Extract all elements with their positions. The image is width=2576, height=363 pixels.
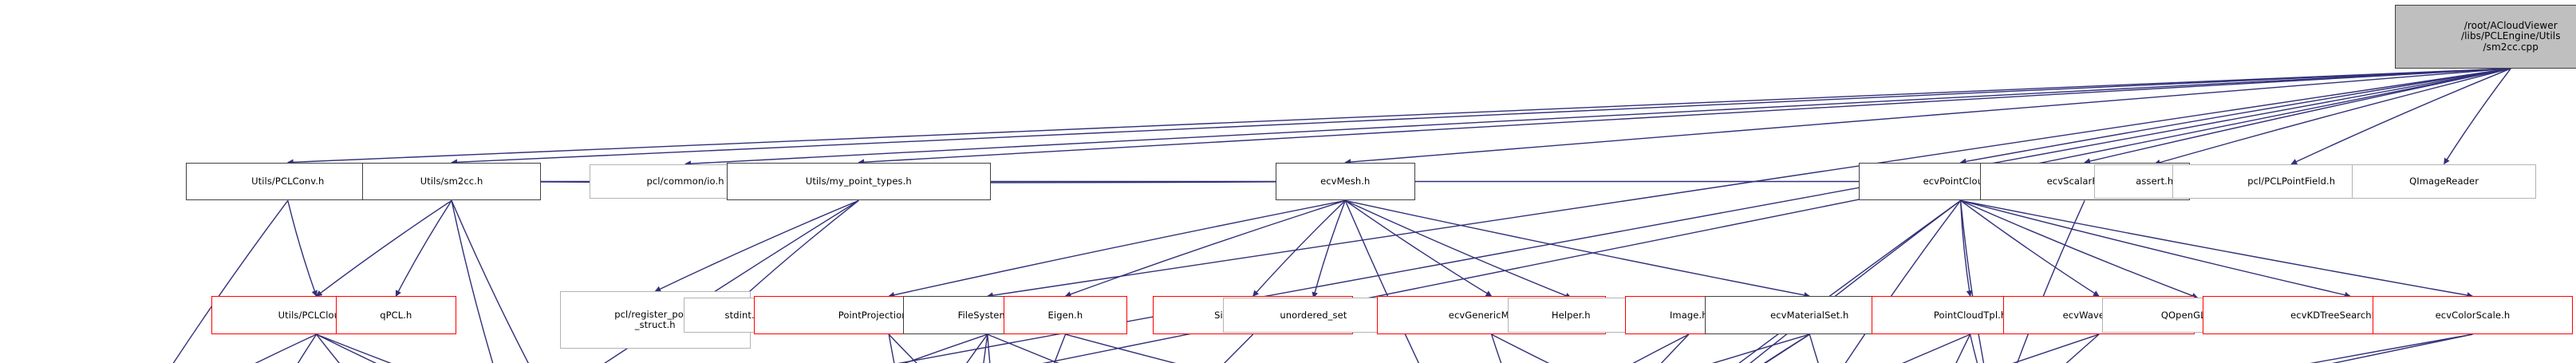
graph-edge — [451, 200, 529, 363]
graph-edge — [1763, 333, 1810, 363]
graph-edge — [315, 199, 452, 297]
graph-edge — [983, 334, 988, 363]
graph-edge — [987, 334, 991, 363]
graph-edge — [1960, 199, 2199, 299]
graph-edge — [742, 199, 859, 298]
graph-edge — [287, 200, 318, 297]
graph-edge — [1344, 68, 2511, 165]
graph-edge — [254, 333, 317, 363]
graph-edge — [1902, 333, 1970, 363]
graph-edge — [903, 333, 988, 363]
graph-edge — [316, 333, 377, 363]
graph-edge — [888, 333, 895, 363]
graph-edge — [1809, 333, 1819, 363]
graph-edge — [1490, 333, 1502, 363]
graph-node-ecvcolorscale[interactable]: ecvColorScale.h — [2372, 296, 2573, 335]
graph-edge — [1660, 333, 1690, 363]
graph-edge — [1064, 199, 1346, 298]
graph-edge — [1711, 333, 1810, 363]
graph-edge — [1960, 199, 2351, 298]
graph-edge — [1053, 333, 1067, 363]
graph-edge — [2444, 68, 2511, 165]
graph-edge — [1491, 333, 1550, 363]
graph-node-qimagereader[interactable]: QImageReader — [2351, 164, 2537, 199]
graph-edge — [1969, 333, 1978, 363]
graph-edge — [1344, 200, 1420, 363]
graph-edge — [1955, 333, 1971, 363]
graph-edge — [966, 333, 988, 363]
graph-edge — [451, 68, 2511, 166]
graph-edge — [316, 333, 341, 363]
graph-edge — [888, 199, 1346, 298]
graph-edge — [451, 200, 494, 363]
graph-edge — [287, 68, 2511, 166]
graph-edge — [1345, 199, 1572, 299]
graph-node-root[interactable]: /root/ACloudViewer /libs/PCLEngine/Utils… — [2394, 4, 2576, 69]
graph-edge — [2012, 333, 2100, 363]
graph-edge — [172, 199, 289, 363]
graph-edge — [1959, 200, 1985, 363]
graph-edge — [987, 333, 1059, 363]
graph-edge — [1065, 333, 1177, 363]
graph-edge — [2154, 68, 2511, 166]
graph-edge — [1960, 199, 2100, 297]
graph-node-pclconv[interactable]: Utils/PCLConv.h — [186, 162, 390, 201]
graph-edge — [2016, 200, 2085, 363]
graph-edge — [858, 68, 2511, 166]
graph-edge — [1312, 200, 1346, 298]
graph-node-sm2cc[interactable]: Utils/sm2cc.h — [362, 162, 541, 201]
graph-edge — [297, 333, 318, 363]
graph-edge — [395, 200, 452, 297]
graph-edge — [1252, 199, 1346, 297]
graph-node-qpcl[interactable]: qPCL.h — [335, 296, 457, 335]
graph-edge — [1750, 199, 1962, 363]
graph-edge — [1959, 68, 2511, 165]
graph-edge — [1959, 200, 1973, 297]
graph-edge — [1738, 199, 1962, 363]
graph-node-ecvmesh[interactable]: ecvMesh.h — [1275, 162, 1415, 201]
graph-edge — [888, 333, 917, 363]
graph-edge — [1960, 199, 2474, 298]
graph-node-helper_h_row3[interactable]: Helper.h — [1507, 298, 1635, 333]
graph-edge — [1223, 333, 1254, 363]
graph-edge — [316, 333, 392, 363]
graph-node-mypointtypes[interactable]: Utils/my_point_types.h — [726, 162, 991, 201]
graph-edge — [2084, 68, 2511, 164]
graph-edge — [2331, 333, 2473, 363]
graph-edge — [684, 68, 2511, 167]
graph-edge — [1764, 333, 1810, 363]
graph-edge — [1344, 199, 1493, 297]
graph-edge — [1632, 333, 1690, 363]
graph-edge — [654, 199, 859, 292]
graph-node-eigen[interactable]: Eigen.h — [1003, 296, 1128, 335]
graph-edge — [2310, 333, 2473, 363]
graph-edge — [2290, 68, 2511, 165]
graph-edge — [1844, 199, 1962, 363]
graph-edge — [2065, 333, 2100, 363]
graph-edge — [1345, 199, 1811, 298]
